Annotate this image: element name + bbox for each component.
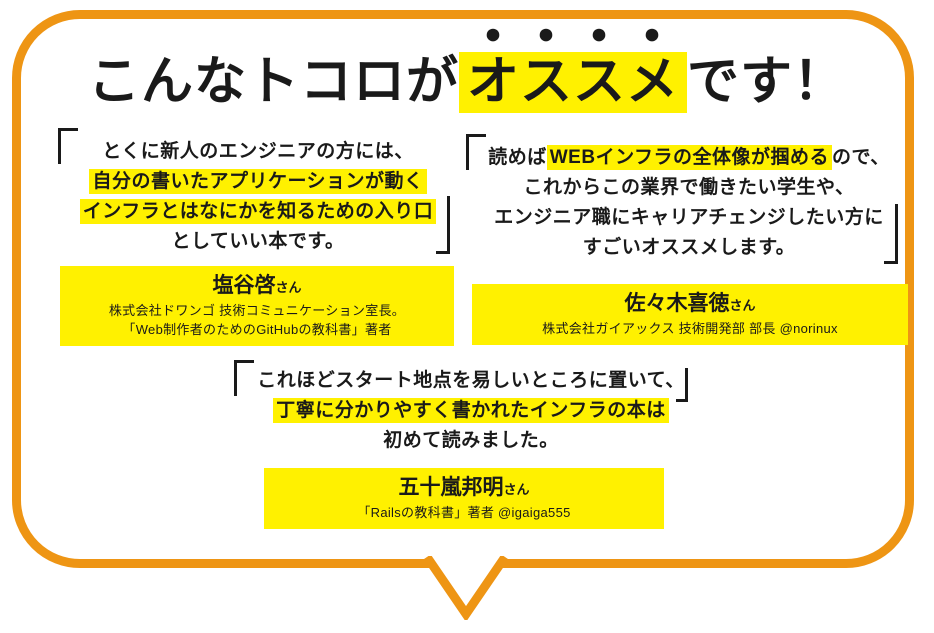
reviewer-credential: 株式会社ドワンゴ 技術コミュニケーション室長。: [108, 303, 406, 318]
reviewer-credential: 株式会社ガイアックス 技術開発部 部長 @norinux: [542, 321, 838, 336]
reviewer-honorific: さん: [503, 482, 530, 497]
title-post: です！: [687, 53, 847, 111]
bubble-tail: [423, 556, 509, 620]
attribution-block: 塩谷啓さん 株式会社ドワンゴ 技術コミュニケーション室長。 「Web制作者のため…: [60, 266, 454, 346]
plain-text: これからこの業界で働きたい学生や、: [523, 177, 855, 198]
reviewer-credential: 「Railsの教科書」著者 @igaiga555: [357, 505, 571, 520]
quote-open-bracket-icon: [58, 128, 78, 164]
quote-line: インフラとはなにかを知るための入り口: [62, 197, 454, 227]
reviewer-honorific: さん: [729, 298, 756, 313]
quote-text: とくに新人のエンジニアの方には、自分の書いたアプリケーションが動くインフラとはな…: [62, 137, 454, 257]
highlighted-text: インフラとはなにかを知るための入り口: [79, 199, 437, 224]
title-highlight-text: オススメ: [466, 53, 679, 111]
plain-text: とくに新人のエンジニアの方には、: [102, 141, 414, 162]
quote-close-bracket-icon: [436, 196, 450, 254]
reviewer-credential: 「Web制作者のためのGitHubの教科書」著者: [122, 322, 392, 337]
reviewer-honorific: さん: [275, 280, 302, 295]
plain-text: 初めて読みました。: [383, 430, 559, 451]
quote-open-bracket-icon: [234, 360, 254, 396]
highlighted-text: 丁寧に分かりやすく書かれたインフラの本は: [273, 398, 669, 423]
quote-line: これほどスタート地点を易しいところに置いて、: [238, 366, 704, 396]
plain-text: ので、: [832, 147, 890, 168]
quote-line: エンジニア職にキャリアチェンジしたい方に: [470, 203, 908, 233]
title-pre: こんなトコロが: [87, 53, 459, 111]
plain-text: これほどスタート地点を易しいところに置いて、: [257, 370, 685, 391]
quote-line: としていい本です。: [62, 227, 454, 257]
title-highlight: ・・・・オススメ: [458, 12, 687, 114]
quote-close-bracket-icon: [676, 368, 688, 402]
plain-text: 読めば: [488, 147, 547, 168]
highlighted-text: WEBインフラの全体像が掴める: [546, 145, 833, 170]
reviewer-name-text: 佐々木喜徳: [624, 292, 730, 315]
reviewer-name: 佐々木喜徳さん: [476, 291, 904, 318]
reviewer-name-text: 五十嵐邦明: [398, 476, 504, 499]
quote-line: これからこの業界で働きたい学生や、: [470, 173, 908, 203]
plain-text: としていい本です。: [171, 231, 345, 252]
reviewer-name: 五十嵐邦明さん: [268, 475, 660, 502]
quote-close-bracket-icon: [884, 204, 898, 264]
quote-line: 丁寧に分かりやすく書かれたインフラの本は: [238, 396, 704, 426]
reviewer-name: 塩谷啓さん: [64, 273, 450, 300]
quote-text: これほどスタート地点を易しいところに置いて、丁寧に分かりやすく書かれたインフラの…: [238, 366, 704, 456]
plain-text: エンジニア職にキャリアチェンジしたい方に: [494, 207, 884, 228]
quote-line: 初めて読みました。: [238, 426, 704, 456]
quote-open-bracket-icon: [466, 134, 486, 170]
attribution-block: 佐々木喜徳さん 株式会社ガイアックス 技術開発部 部長 @norinux: [472, 284, 908, 345]
quote-line: 自分の書いたアプリケーションが動く: [62, 167, 454, 197]
highlighted-text: 自分の書いたアプリケーションが動く: [89, 169, 427, 194]
quote-line: すごいオススメします。: [470, 233, 908, 263]
reviewer-name-text: 塩谷啓: [212, 274, 276, 297]
plain-text: すごいオススメします。: [582, 237, 796, 258]
page-title: こんなトコロが・・・・オススメです！: [0, 12, 934, 114]
quote-line: とくに新人のエンジニアの方には、: [62, 137, 454, 167]
attribution-block: 五十嵐邦明さん 「Railsの教科書」著者 @igaiga555: [264, 468, 664, 529]
